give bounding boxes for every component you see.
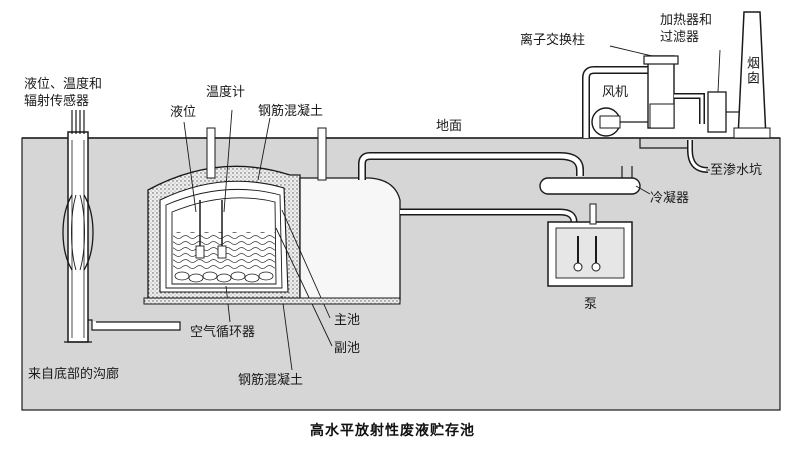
label-pump: 泵 — [584, 297, 598, 312]
label-thermometer: 温度计 — [206, 85, 246, 100]
ground-frame — [21, 137, 781, 411]
label-heater-filter: 加热器和 过滤器 — [660, 13, 713, 45]
equipment-leaders — [609, 45, 721, 195]
label-level: 液位 — [170, 105, 197, 120]
label-reinforced-concrete-top: 钢筋混凝土 — [258, 104, 324, 119]
surface-equipment — [582, 11, 771, 149]
label-air-circulator: 空气循环器 — [190, 325, 256, 340]
air-circulator-bed — [174, 271, 274, 283]
label-chimney: 烟囱 — [744, 56, 759, 86]
label-trench-from-bottom: 来自底部的沟廊 — [28, 367, 120, 382]
main-tank-outline — [171, 197, 277, 285]
sensor-well — [62, 110, 181, 343]
label-level-temp-radiation-sensor: 液位、温度和 辐射传感器 — [24, 77, 103, 109]
concrete-base-pad — [143, 297, 401, 305]
label-condenser: 冷凝器 — [650, 191, 690, 206]
label-ground: 地面 — [436, 119, 463, 134]
condenser — [539, 166, 641, 195]
sub-tank-outline — [165, 188, 283, 289]
figure-caption: 高水平放射性废液贮存池 — [310, 423, 475, 439]
label-fan: 风机 — [602, 85, 629, 100]
label-to-seepage-pit: 至渗水坑 — [710, 163, 763, 178]
heater-filter-unit — [707, 91, 727, 133]
pump-assembly — [547, 203, 633, 287]
tank-building-extension — [299, 177, 401, 301]
label-sub-tank: 副池 — [334, 341, 361, 356]
label-ion-exchange-column: 离子交换柱 — [520, 33, 586, 48]
label-reinforced-concrete-bottom: 钢筋混凝土 — [238, 373, 304, 388]
label-main-tank: 主池 — [334, 313, 361, 328]
ground-body — [22, 138, 780, 410]
